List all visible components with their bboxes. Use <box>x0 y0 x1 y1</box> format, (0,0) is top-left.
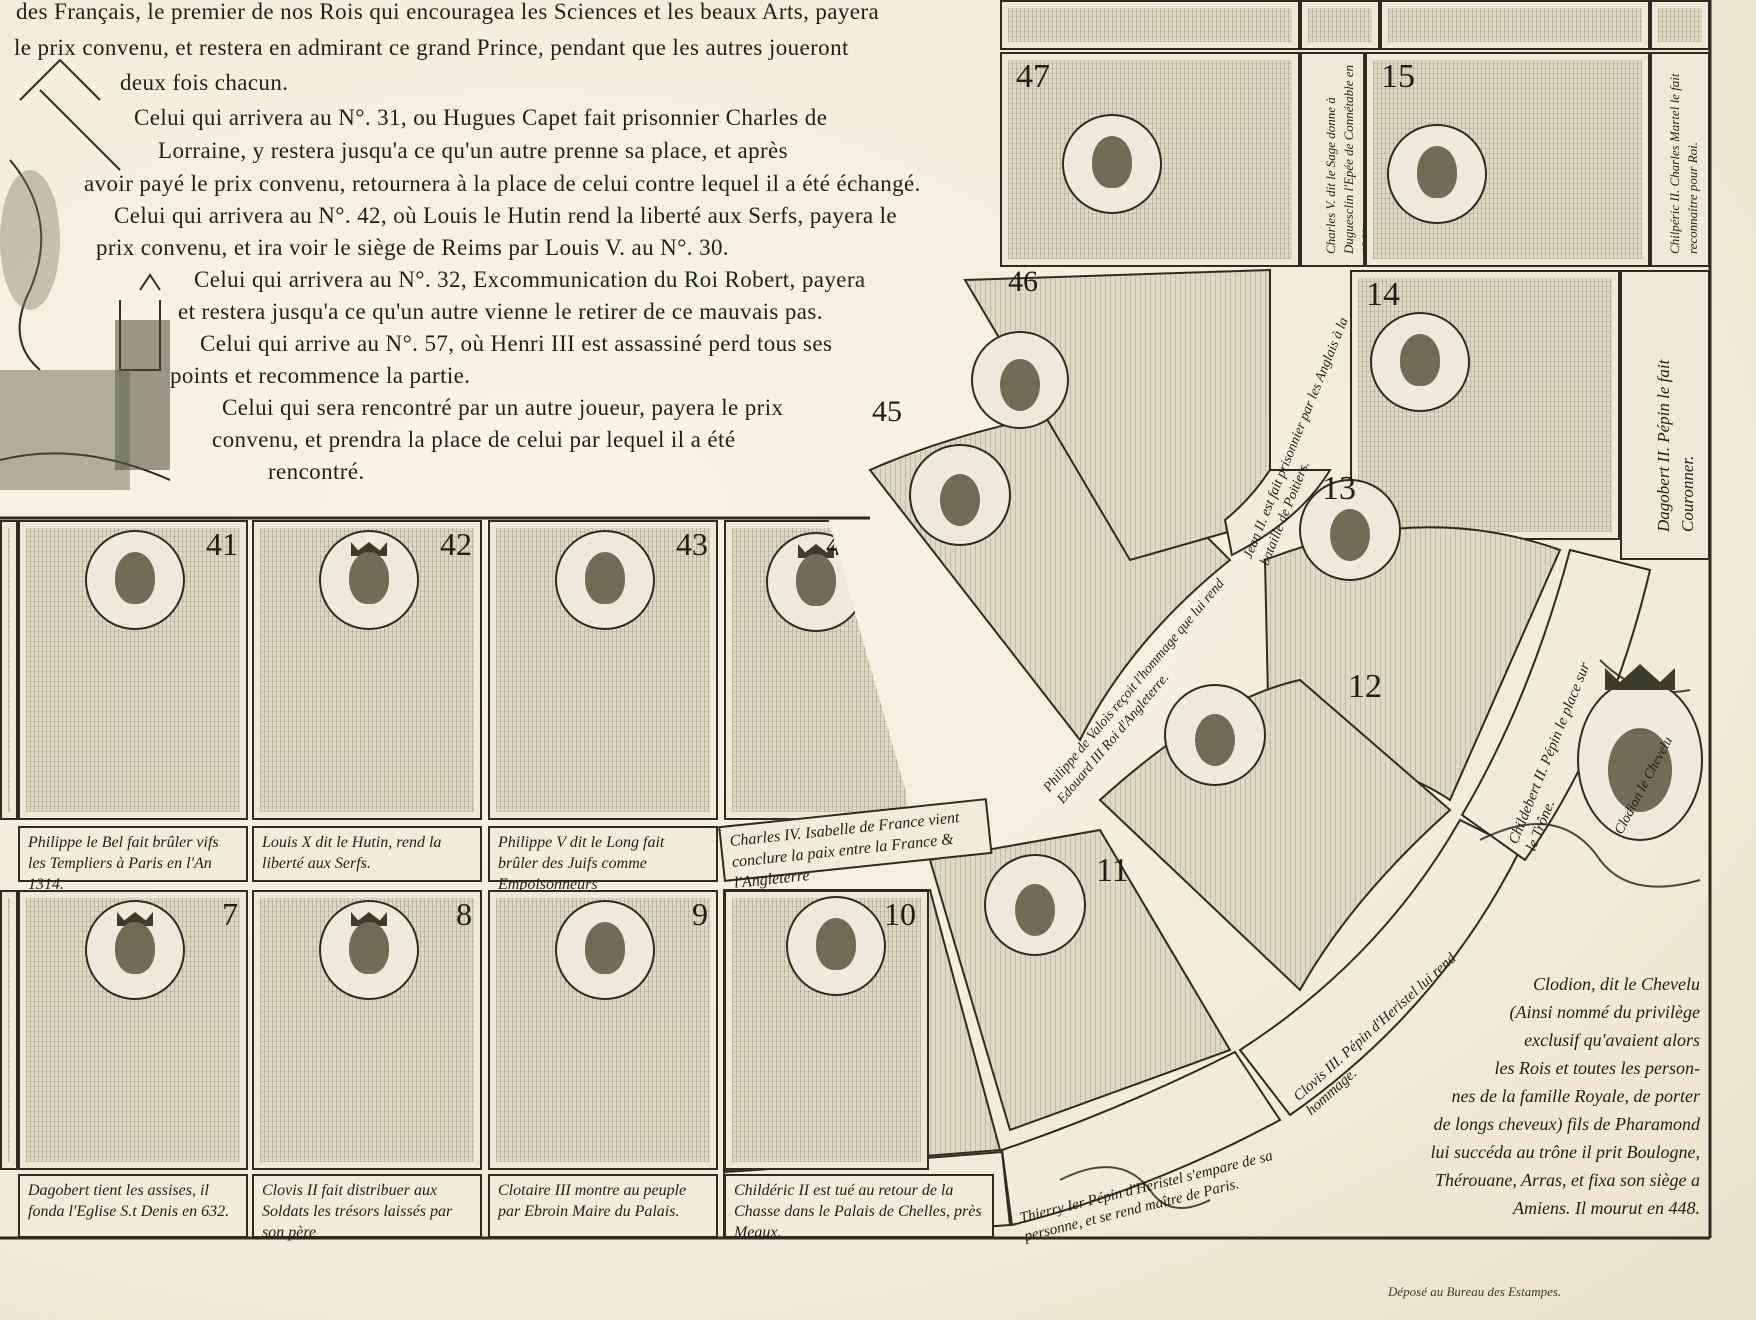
cell-number: 43 <box>676 526 708 562</box>
cell-caption: Childéric II est tué au retour de la Cha… <box>724 1174 994 1241</box>
cell-caption: Clovis II fait distribuer aux Soldats le… <box>252 1174 482 1241</box>
caption-cell-47: Charles V. dit le Sage donne à Duguescli… <box>1300 52 1365 267</box>
rules-panel: des Français, le premier de nos Rois qui… <box>0 0 1000 515</box>
cell-number: 47 <box>1016 58 1050 95</box>
cell-number: 45 <box>872 395 902 428</box>
rules-line: prix convenu, et ira voir le siège de Re… <box>96 235 730 260</box>
board-cell-42[interactable]: 42 <box>252 520 482 820</box>
board-cell-partial[interactable] <box>0 890 18 1170</box>
clodion-line: de longs cheveux) fils de Pharamond <box>1433 1114 1700 1134</box>
king-medallion <box>1370 312 1470 412</box>
rules-line: Lorraine, y restera jusqu'a ce qu'un aut… <box>158 138 789 163</box>
cell-number: 12 <box>1348 668 1382 705</box>
cell-number: 7 <box>222 896 238 932</box>
board-cell-partial[interactable] <box>1300 0 1380 50</box>
cell-caption: Philippe V dit le Long fait brûler des J… <box>488 826 718 893</box>
rules-line: deux fois chacun. <box>120 70 289 95</box>
rules-line: le prix convenu, et restera en admirant … <box>14 35 849 60</box>
rules-line: Celui qui sera rencontré par un autre jo… <box>222 395 784 420</box>
rules-line: Celui qui arrivera au N°. 31, ou Hugues … <box>134 105 828 130</box>
board-cell-partial[interactable] <box>0 520 18 820</box>
board-cell-partial[interactable] <box>1000 0 1300 50</box>
clodion-line: les Rois et toutes les person- <box>1494 1058 1700 1078</box>
board-cell-8[interactable]: 8 <box>252 890 482 1170</box>
cell-number: 9 <box>692 896 708 932</box>
publisher-stamp: Déposé au Bureau des Estampes. <box>1388 1284 1562 1299</box>
board-cell-41[interactable]: 41 <box>18 520 248 820</box>
rules-line: des Français, le premier de nos Rois qui… <box>16 0 880 24</box>
rules-line: avoir payé le prix convenu, retournera à… <box>84 171 921 196</box>
rules-line: Celui qui arrivera au N°. 42, où Louis l… <box>114 203 898 228</box>
cell-caption: Clotaire III montre au peuple par Ebroin… <box>488 1174 718 1238</box>
board-cell-15[interactable]: 15 <box>1365 52 1650 267</box>
king-medallion <box>85 900 185 1000</box>
clodion-line: exclusif qu'avaient alors <box>1524 1030 1700 1050</box>
king-medallion <box>85 530 185 630</box>
board-cell-7[interactable]: 7 <box>18 890 248 1170</box>
cell-number: 10 <box>884 896 916 932</box>
cell-number: 11 <box>1096 852 1129 889</box>
cell-number: 41 <box>206 526 238 562</box>
cell-number: 46 <box>1008 265 1038 298</box>
board-cell-partial[interactable] <box>1650 0 1710 50</box>
cell-number: 13 <box>1322 470 1356 507</box>
rules-line: Celui qui arrivera au N°. 32, Excommunic… <box>194 267 866 292</box>
king-medallion <box>555 530 655 630</box>
caption-cell-15: Chilpéric II. Charles Martel le fait rec… <box>1650 52 1710 267</box>
cell-caption: Philippe le Bel fait brûler vifs les Tem… <box>18 826 248 893</box>
cell-number: 8 <box>456 896 472 932</box>
clodion-line: lui succéda au trône il prit Boulogne, <box>1430 1142 1700 1162</box>
clodion-biography: Clodion, dit le Chevelu (Ainsi nommé du … <box>1320 970 1700 1222</box>
king-medallion <box>786 896 886 996</box>
board-cell-9[interactable]: 9 <box>488 890 718 1170</box>
rules-line: rencontré. <box>268 459 365 484</box>
cell-number: 14 <box>1366 276 1400 313</box>
king-medallion <box>1387 124 1487 224</box>
rules-line: et restera jusqu'a ce qu'un autre vienne… <box>178 299 823 324</box>
board-cell-10[interactable]: 10 <box>724 890 929 1170</box>
king-medallion <box>319 530 419 630</box>
board-cell-43[interactable]: 43 <box>488 520 718 820</box>
board-cell-14[interactable]: 14 <box>1350 270 1620 540</box>
clodion-line: Amiens. Il mourut en 448. <box>1513 1198 1700 1218</box>
king-medallion <box>1062 114 1162 214</box>
clodion-line: Thérouane, Arras, et fixa son siège a <box>1435 1170 1700 1190</box>
clodion-line: Clodion, dit le Chevelu <box>1533 974 1700 994</box>
king-medallion <box>319 900 419 1000</box>
clodion-line: (Ainsi nommé du privilège <box>1509 1002 1700 1022</box>
rules-line: convenu, et prendra la place de celui pa… <box>212 427 736 452</box>
rules-line: Celui qui arrive au N°. 57, où Henri III… <box>200 331 833 356</box>
clodion-line: nes de la famille Royale, de porter <box>1451 1086 1700 1106</box>
board-cell-partial[interactable] <box>1380 0 1650 50</box>
board-cell-47[interactable]: 47 <box>1000 52 1300 267</box>
cell-number: 15 <box>1381 58 1415 95</box>
cell-number: 42 <box>440 526 472 562</box>
ship-illustration <box>0 58 171 490</box>
cell-caption: Louis X dit le Hutin, rend la liberté au… <box>252 826 482 882</box>
rules-line: points et recommence la partie. <box>170 363 471 388</box>
cell-caption: Dagobert tient les assises, il fonda l'E… <box>18 1174 248 1238</box>
king-medallion <box>555 900 655 1000</box>
